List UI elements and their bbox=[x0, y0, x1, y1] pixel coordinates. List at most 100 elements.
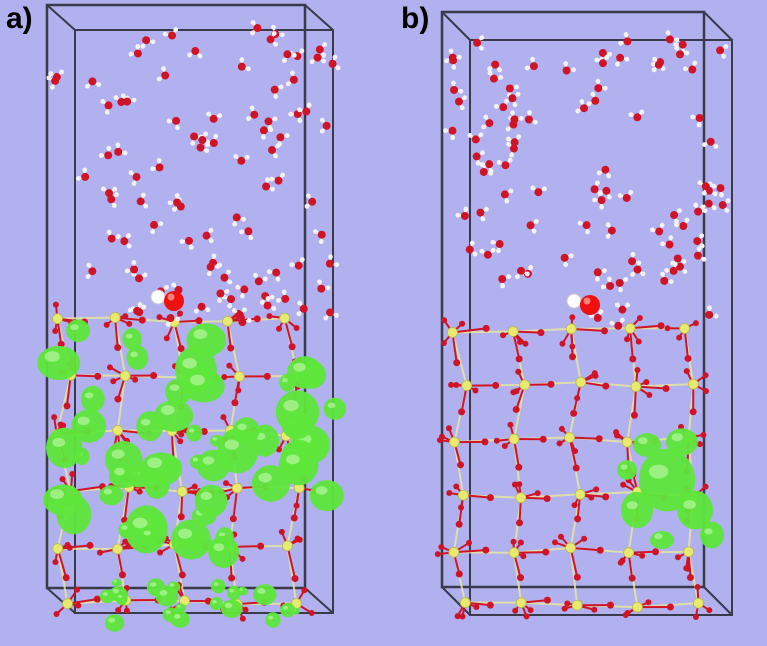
hydrogen-atom bbox=[483, 114, 489, 120]
spin-highlight bbox=[654, 533, 663, 540]
hydrogen-atom bbox=[490, 239, 496, 245]
oxygen-atom bbox=[686, 573, 694, 581]
oxygen-atom bbox=[694, 207, 703, 216]
oxygen-atom bbox=[107, 234, 116, 243]
hydrogen-atom bbox=[684, 50, 690, 56]
hydrogen-atom bbox=[115, 142, 121, 148]
titanium-atom bbox=[231, 482, 243, 494]
oxygen-atom bbox=[52, 301, 59, 308]
hydrogen-atom bbox=[297, 300, 303, 306]
hydrogen-atom bbox=[624, 56, 630, 62]
water-molecule bbox=[270, 84, 284, 99]
spin-highlight bbox=[77, 416, 90, 426]
hydrogen-atom bbox=[504, 198, 510, 204]
hydrogen-atom bbox=[713, 143, 719, 149]
titanium-atom bbox=[515, 597, 527, 609]
oxygen-atom bbox=[457, 461, 465, 469]
spin-highlight bbox=[224, 439, 239, 450]
hydrogen-atom bbox=[615, 61, 620, 67]
water-molecule bbox=[100, 186, 118, 198]
spin-density-blob bbox=[115, 591, 128, 606]
oxygen-atom bbox=[294, 535, 301, 542]
oxygen-atom bbox=[614, 321, 623, 330]
oxygen-atom bbox=[132, 376, 139, 383]
hydrogen-atom bbox=[509, 152, 514, 158]
hydrogen-atom bbox=[713, 313, 719, 319]
water-molecule bbox=[592, 196, 606, 210]
hydrogen-atom bbox=[266, 269, 272, 275]
hydrogen-atom bbox=[128, 51, 134, 57]
oxygen-atom bbox=[508, 94, 517, 103]
hydrogen-atom bbox=[672, 261, 678, 267]
titanium-atom bbox=[279, 312, 291, 324]
hydrogen-atom bbox=[652, 56, 658, 62]
hydrogen-atom bbox=[530, 185, 536, 191]
oxygen-atom bbox=[313, 53, 322, 62]
hydrogen-atom bbox=[498, 74, 504, 80]
hydrogen-atom bbox=[321, 52, 327, 58]
hydrogen-atom bbox=[467, 132, 473, 138]
hydrogen-atom bbox=[167, 200, 173, 206]
hydrogen-atom bbox=[480, 216, 486, 222]
water-molecule bbox=[500, 188, 514, 204]
hydrogen-atom bbox=[664, 267, 670, 273]
oxygen-atom bbox=[513, 388, 520, 395]
oxygen-atom bbox=[239, 555, 246, 562]
hydrogen-atom bbox=[46, 75, 52, 81]
hydrogen-atom bbox=[530, 56, 535, 62]
oxygen-atom bbox=[628, 574, 636, 582]
oxygen-atom bbox=[448, 381, 455, 388]
water-molecule bbox=[268, 143, 281, 159]
oxygen-atom bbox=[706, 607, 713, 614]
oxygen-atom bbox=[593, 268, 602, 277]
hydrogen-atom bbox=[188, 245, 194, 250]
water-molecule bbox=[262, 177, 275, 192]
spin-density-blob bbox=[118, 521, 136, 539]
water-molecule bbox=[496, 157, 513, 170]
oxygen-atom bbox=[439, 433, 446, 440]
oxygen-atom bbox=[275, 325, 282, 332]
hydrogen-atom bbox=[127, 307, 133, 313]
water-molecule bbox=[630, 265, 646, 277]
water-molecule bbox=[193, 302, 211, 314]
spin-highlight bbox=[282, 378, 288, 383]
hydrogen-atom bbox=[193, 308, 199, 314]
oxygen-atom bbox=[655, 227, 664, 236]
oxygen-atom bbox=[636, 315, 643, 322]
spin-density-blob bbox=[122, 328, 142, 350]
spin-highlight bbox=[683, 500, 696, 510]
oxygen-atom bbox=[595, 435, 603, 443]
water-molecule bbox=[705, 305, 719, 319]
adsorbed-oxygen bbox=[580, 295, 600, 315]
oxygen-atom bbox=[665, 35, 674, 44]
oxygen-atom bbox=[114, 147, 123, 156]
oxygen-atom bbox=[630, 411, 638, 419]
hydrogen-atom bbox=[510, 110, 515, 116]
water-molecule bbox=[693, 202, 708, 216]
spin-density-blob bbox=[700, 521, 724, 549]
hydrogen-atom bbox=[98, 153, 104, 158]
oxygen-atom bbox=[676, 262, 685, 271]
oxygen-atom bbox=[706, 137, 715, 146]
hydrogen-atom bbox=[496, 159, 502, 165]
water-molecule bbox=[75, 167, 90, 181]
spin-highlight bbox=[102, 592, 108, 596]
oxygen-atom bbox=[669, 266, 678, 275]
oxygen-atom bbox=[441, 317, 448, 324]
hydrogen-atom bbox=[142, 272, 148, 278]
hydrogen-atom bbox=[721, 53, 727, 59]
titanium-atom bbox=[571, 599, 583, 611]
hydrogen-atom bbox=[725, 198, 731, 204]
hydrogen-atom bbox=[444, 58, 449, 64]
water-molecule bbox=[700, 199, 717, 211]
hydrogen-atom bbox=[271, 24, 276, 30]
oxygen-atom bbox=[133, 49, 142, 58]
oxygen-atom bbox=[684, 354, 692, 362]
hydrogen-atom bbox=[693, 202, 699, 208]
spin-highlight bbox=[178, 528, 193, 539]
spin-density-blob bbox=[280, 602, 296, 618]
hydrogen-atom bbox=[226, 269, 231, 275]
water-molecule bbox=[524, 56, 538, 71]
oxygen-atom bbox=[458, 408, 466, 416]
hydrogen-atom bbox=[702, 208, 708, 214]
